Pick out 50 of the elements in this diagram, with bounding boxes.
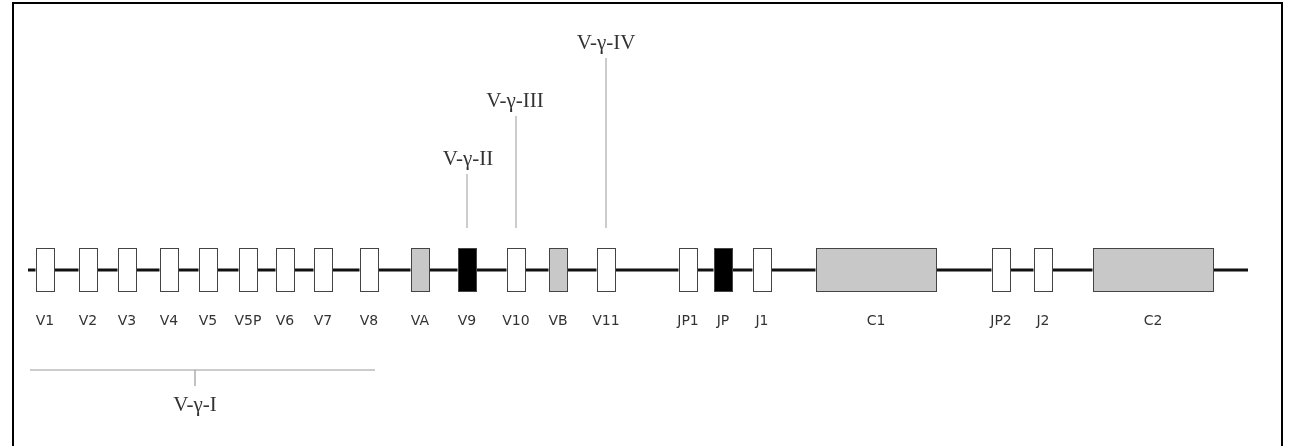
segment-label: JP	[716, 312, 730, 328]
dna-strand-line	[732, 268, 753, 272]
dna-strand-line	[476, 268, 507, 272]
leader-line	[515, 115, 517, 229]
dna-strand-line	[429, 268, 458, 272]
segment-label: V10	[502, 312, 530, 328]
dna-strand-line	[294, 268, 314, 272]
segment-label: V2	[78, 312, 98, 328]
dna-strand-line	[136, 268, 160, 272]
dna-strand-line	[178, 268, 199, 272]
leader-line	[605, 57, 607, 229]
segment-label: C2	[1143, 312, 1163, 328]
dna-strand-line	[615, 268, 679, 272]
segment-label: JP2	[990, 312, 1012, 328]
dna-strand-line	[567, 268, 597, 272]
segment-label: V1	[35, 312, 55, 328]
dna-strand-line	[1010, 268, 1034, 272]
segment-label: V6	[275, 312, 295, 328]
dna-strand-line	[378, 268, 411, 272]
gene-group-label: V-γ-I	[173, 392, 217, 417]
gene-group-label: V-γ-III	[486, 88, 544, 113]
dna-strand-line	[28, 268, 36, 272]
dna-strand-line	[332, 268, 360, 272]
gene-group-label: V-γ-II	[442, 146, 494, 171]
dna-strand-line	[257, 268, 276, 272]
segment-label: VB	[548, 312, 568, 328]
dna-strand-line	[54, 268, 79, 272]
segment-label: V8	[359, 312, 379, 328]
dna-strand-line	[697, 268, 714, 272]
segment-label: JP1	[677, 312, 699, 328]
dna-strand-line	[936, 268, 992, 272]
leader-line	[466, 173, 468, 229]
segment-label: V9	[457, 312, 477, 328]
dna-strand-line	[97, 268, 118, 272]
segment-label: J1	[755, 312, 769, 328]
dna-strand-line	[217, 268, 239, 272]
segment-label: V4	[159, 312, 179, 328]
dna-strand-line	[525, 268, 549, 272]
segment-label: VA	[410, 312, 430, 328]
segment-label: J2	[1036, 312, 1050, 328]
dna-strand-line	[771, 268, 816, 272]
segment-label: V11	[592, 312, 620, 328]
segment-label: V3	[117, 312, 137, 328]
segment-label: V5	[198, 312, 218, 328]
dna-strand-line	[1052, 268, 1093, 272]
segment-label: V7	[313, 312, 333, 328]
segment-label: V5P	[234, 312, 262, 328]
dna-strand-line	[1213, 268, 1248, 272]
gene-group-label: V-γ-IV	[576, 30, 636, 55]
segment-label: C1	[866, 312, 886, 328]
